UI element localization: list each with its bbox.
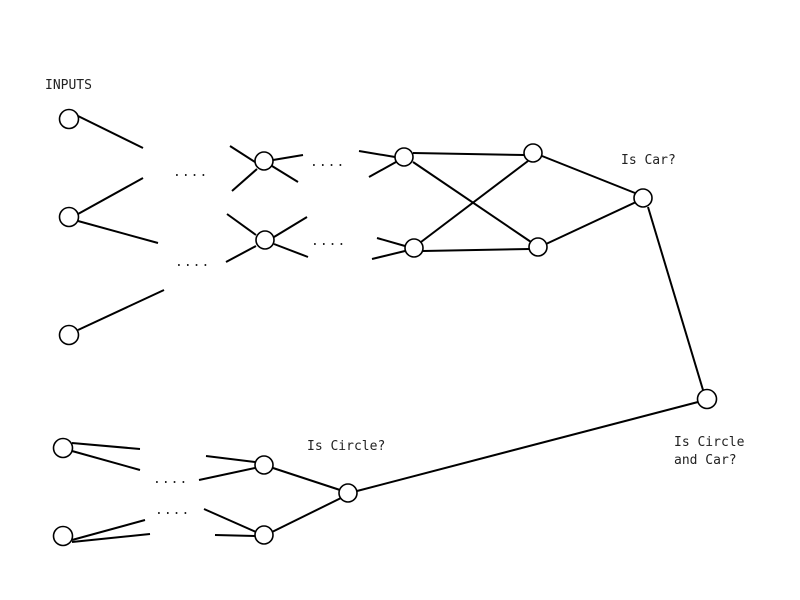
edge (273, 243, 309, 258)
edge (371, 250, 406, 260)
edge (368, 161, 397, 178)
hidden-node (255, 230, 275, 250)
edge (77, 177, 144, 215)
edge (272, 154, 304, 161)
ellipsis: .... (153, 472, 188, 487)
edge (647, 206, 704, 391)
edge (71, 450, 141, 471)
edge (272, 467, 341, 491)
is-circle-and-car-label-line2: and Car? (674, 453, 737, 468)
hidden-nodes (254, 143, 548, 545)
is-circle-node (338, 483, 358, 503)
edge (214, 534, 256, 537)
edge (203, 508, 257, 533)
ellipsis: .... (173, 165, 208, 180)
input-node (52, 525, 74, 547)
input-node (58, 206, 80, 228)
input-nodes (52, 108, 80, 547)
hidden-node (404, 238, 424, 258)
edge (273, 216, 308, 238)
edge (412, 161, 532, 243)
edge (71, 519, 146, 541)
ellipsis: .... (175, 255, 210, 270)
edge (541, 155, 636, 194)
hidden-node (254, 525, 274, 545)
hidden-node (523, 143, 543, 163)
edge (226, 213, 257, 236)
edge (545, 201, 637, 245)
edge (376, 237, 406, 247)
edge (358, 150, 396, 158)
ellipsis: .... (310, 155, 345, 170)
hidden-node (394, 147, 414, 167)
edge (420, 160, 529, 243)
inputs-label: INPUTS (45, 78, 92, 93)
edge (77, 220, 159, 244)
is-car-label: Is Car? (621, 153, 676, 168)
is-circle-and-car-node (696, 388, 718, 410)
top-network-edges (77, 115, 637, 331)
edge (271, 497, 342, 533)
edge (225, 245, 257, 263)
ellipsis: .... (311, 234, 346, 249)
edge (205, 455, 256, 463)
edge (356, 401, 699, 492)
bottom-network-edges (71, 442, 342, 543)
edge (71, 442, 141, 450)
hidden-node (254, 455, 274, 475)
edge (229, 145, 256, 163)
edge (412, 152, 525, 156)
edge (77, 115, 144, 149)
input-node (52, 437, 74, 459)
edge (198, 467, 256, 481)
ellipsis: .... (155, 503, 190, 518)
edge (71, 533, 151, 543)
edge (231, 168, 258, 192)
edge (422, 248, 530, 252)
edge (77, 289, 165, 331)
is-car-node (633, 188, 653, 208)
edge (271, 165, 299, 183)
is-circle-and-car-label-line1: Is Circle (674, 435, 745, 450)
hidden-node (254, 151, 274, 171)
output-edges (356, 206, 704, 492)
input-node (58, 108, 80, 130)
is-circle-label: Is Circle? (307, 439, 385, 454)
hidden-node (528, 237, 548, 257)
input-node (58, 324, 80, 346)
